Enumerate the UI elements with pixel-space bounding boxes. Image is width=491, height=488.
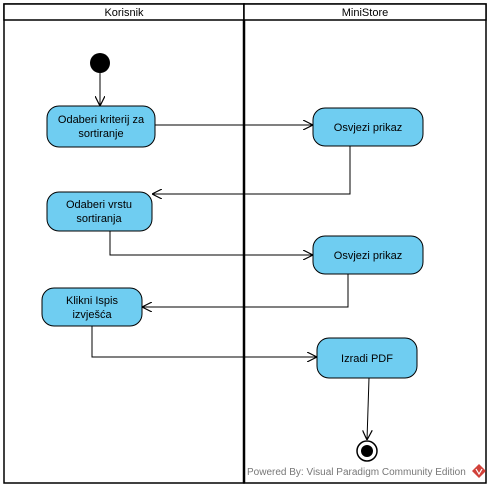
action-label-line: Odaberi vrstu xyxy=(66,199,132,211)
initial-node xyxy=(90,53,110,73)
flow-click-report-to-create-pdf xyxy=(91,326,317,357)
flow-choose-type-to-refresh-2 xyxy=(109,231,313,255)
action-refresh-2[interactable]: Osvjezi prikaz xyxy=(312,235,424,275)
watermark-text: Powered By: Visual Paradigm Community Ed… xyxy=(247,467,466,478)
action-label-line: Klikni Ispis xyxy=(66,295,118,307)
swimlane-korisnik: Korisnik xyxy=(3,3,245,484)
action-label-line: Odaberi kriterij za xyxy=(58,114,145,126)
action-label-line: sortiranje xyxy=(78,128,123,140)
action-refresh-1[interactable]: Osvjezi prikaz xyxy=(312,107,424,147)
visual-paradigm-logo-icon xyxy=(472,464,486,478)
action-choose-type[interactable]: Odaberi vrstu sortiranja xyxy=(46,191,153,232)
swimlane-title-korisnik: Korisnik xyxy=(104,7,144,19)
final-node xyxy=(356,440,378,462)
watermark-background xyxy=(246,462,484,481)
flow-refresh-2-to-click-report xyxy=(142,274,349,307)
action-label-line: Osvjezi prikaz xyxy=(334,250,402,262)
action-label-line: sortiranja xyxy=(76,213,122,225)
action-label-line: izvješća xyxy=(72,309,112,321)
flow-refresh-1-to-choose-type xyxy=(152,146,351,194)
action-label-line: Osvjezi prikaz xyxy=(334,122,402,134)
action-click-report[interactable]: Klikni Ispis izvješća xyxy=(41,287,143,327)
action-choose-criteria[interactable]: Odaberi kriterij za sortiranje xyxy=(46,105,156,148)
flow-create-pdf-to-final xyxy=(367,377,369,440)
action-label-line: Izradi PDF xyxy=(341,353,393,365)
swimlane-title-ministore: MiniStore xyxy=(342,7,388,19)
action-create-pdf[interactable]: Izradi PDF xyxy=(316,337,418,379)
